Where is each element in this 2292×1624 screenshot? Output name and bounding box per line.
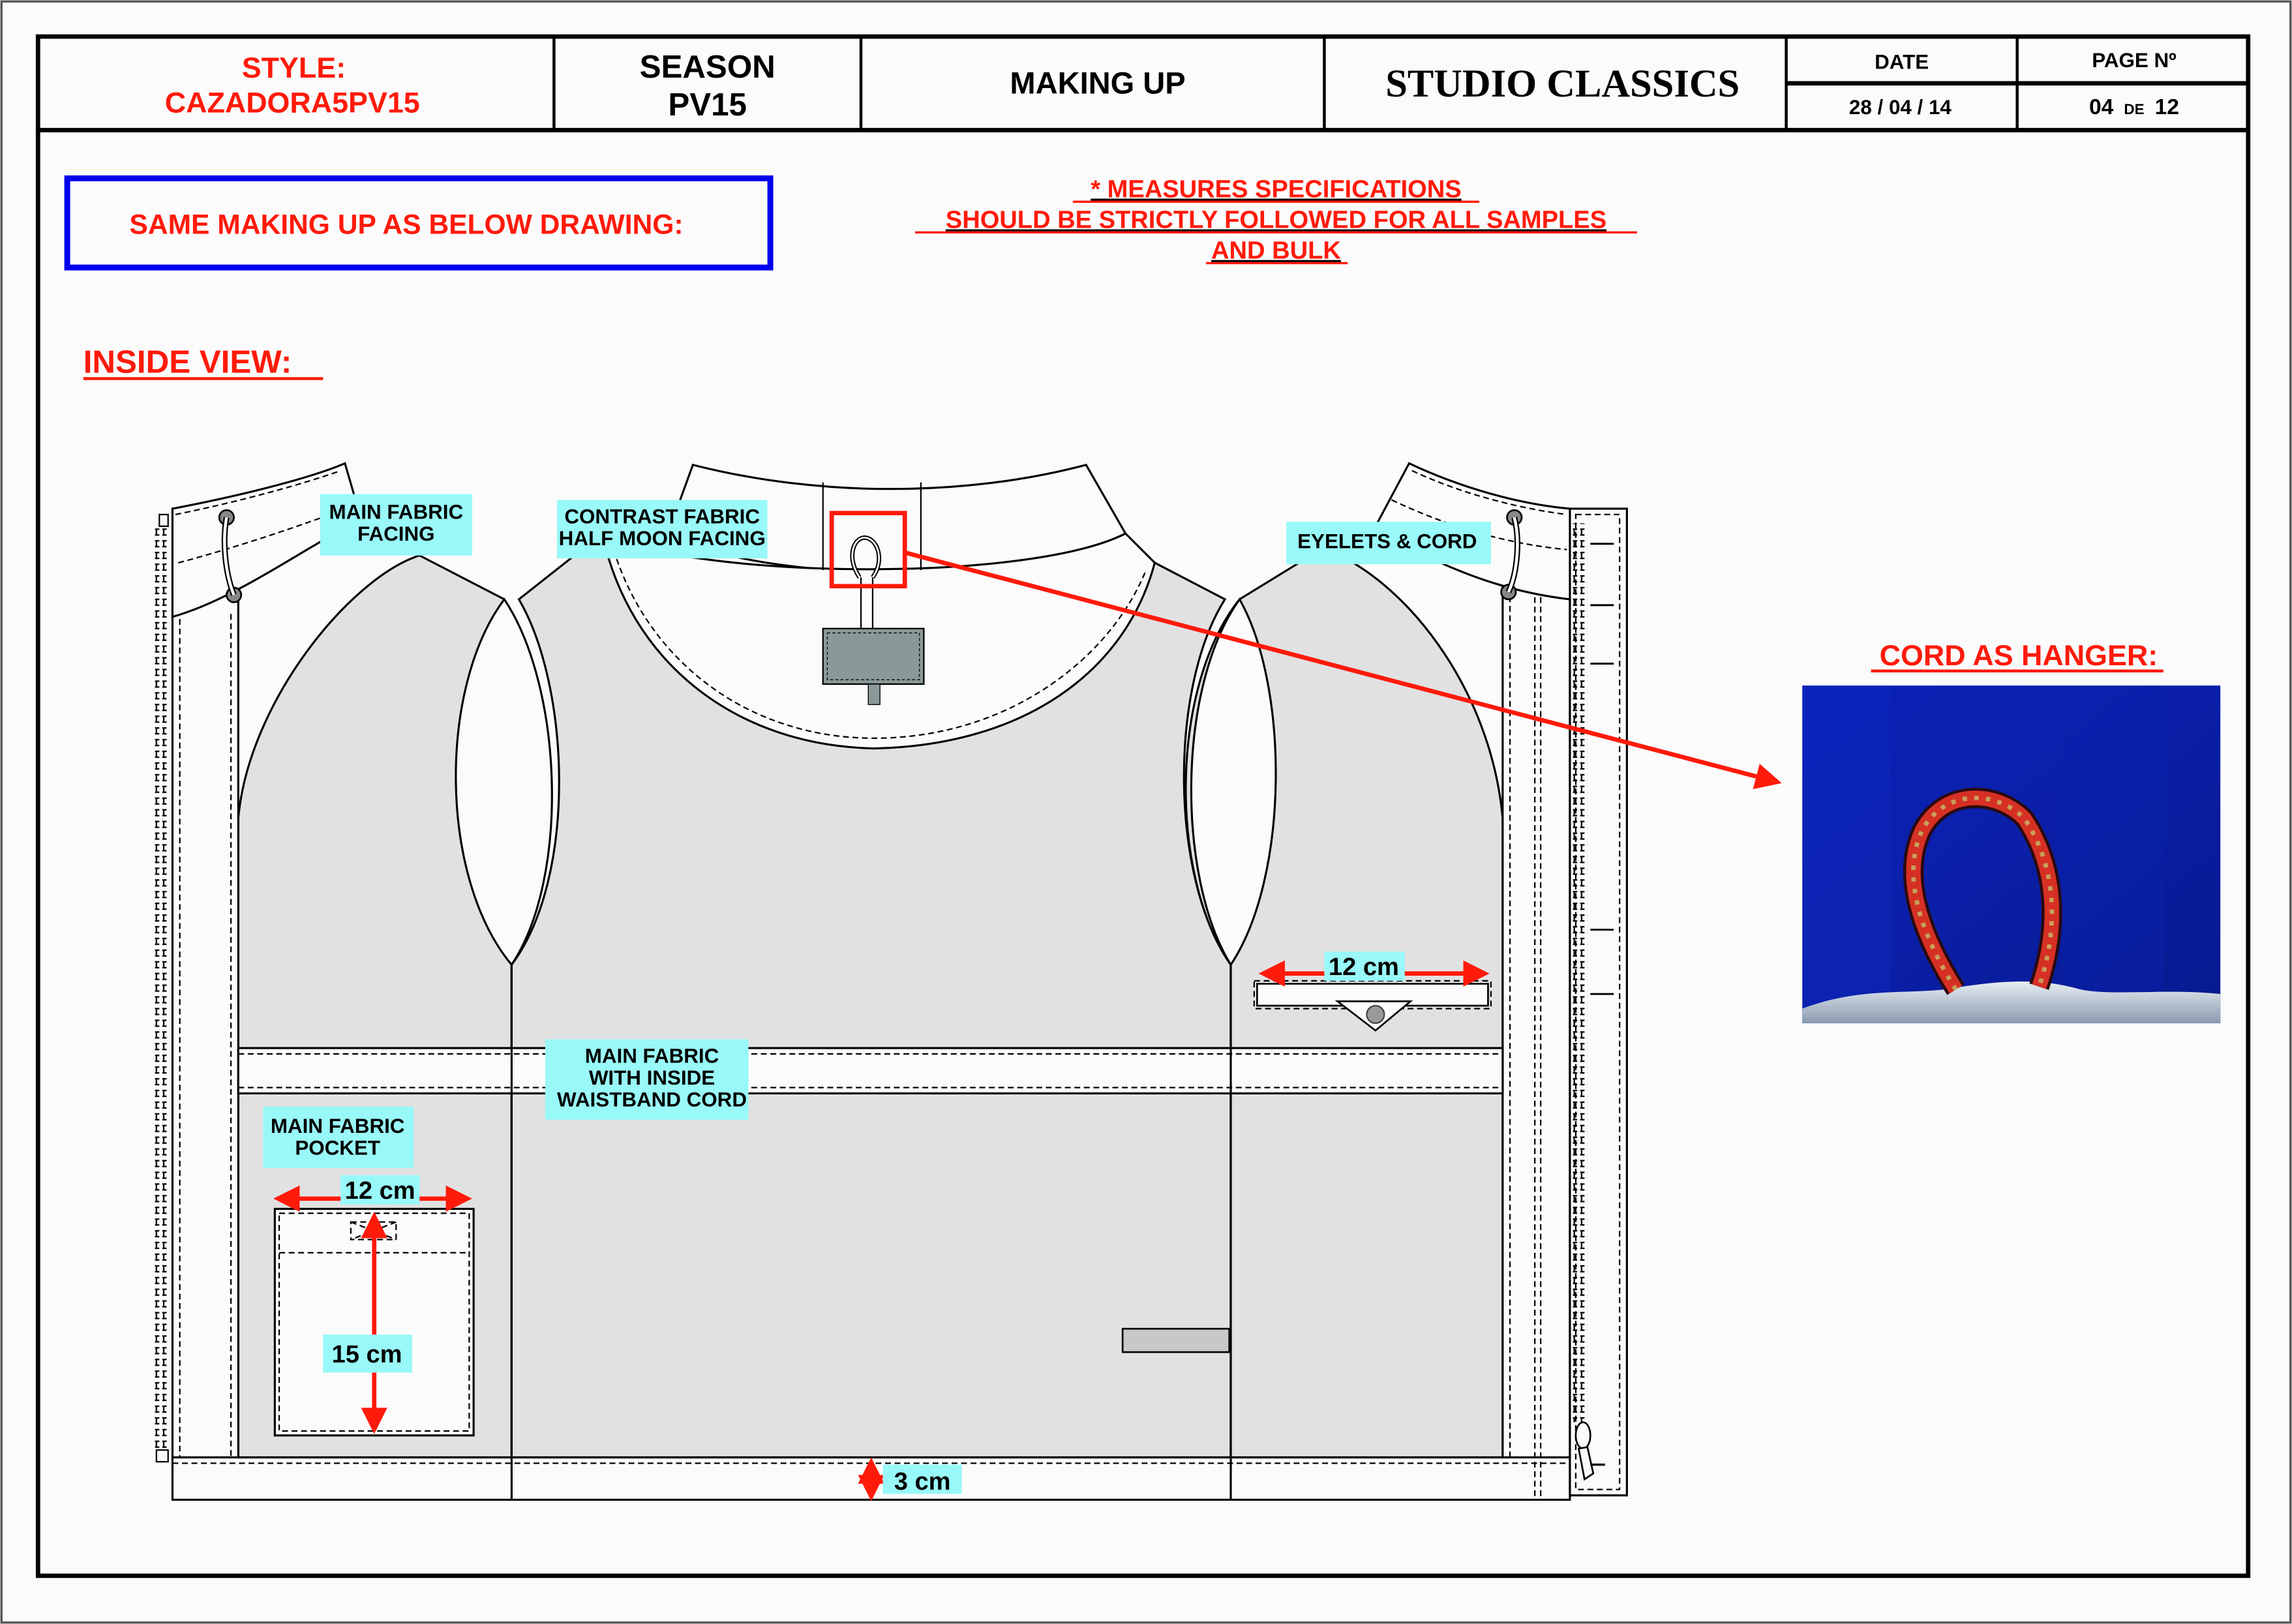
label-eyelets-cord: EYELETS & CORD: [1286, 522, 1491, 565]
measure-hem-height: 3 cm: [858, 1457, 962, 1501]
page-current: 04: [2089, 95, 2114, 119]
measures-line-2: SHOULD BE STRICTLY FOLLOWED FOR ALL SAMP…: [946, 207, 1606, 234]
cord-hanger-photo: [1802, 685, 2221, 1023]
neck-label-tag: [822, 627, 925, 705]
hanger-highlight-box: [829, 511, 907, 589]
label-pocket: MAIN FABRIC POCKET: [263, 1106, 414, 1168]
style-label: STYLE:: [242, 52, 346, 84]
zipper-pull-icon: [1575, 1421, 1605, 1481]
measure-label: 3 cm: [894, 1468, 951, 1496]
label-line: HALF MOON FACING: [559, 527, 766, 550]
callout-arrow: [904, 550, 1782, 790]
measures-line-3: AND BULK: [1211, 237, 1341, 265]
waistband: [237, 1047, 1504, 1095]
measure-welt-width: 12 cm: [1258, 952, 1490, 987]
label-contrast-fabric: CONTRAST FABRIC HALF MOON FACING: [556, 500, 768, 559]
page-sep: DE: [2124, 101, 2144, 117]
snap-button-icon: [1366, 1004, 1385, 1024]
page-total: 12: [2155, 95, 2179, 119]
label-main-fabric-facing: MAIN FABRIC FACING: [320, 494, 472, 556]
measure-label: 12 cm: [345, 1177, 415, 1205]
same-making-up-text: SAME MAKING UP AS BELOW DRAWING:: [129, 209, 683, 241]
left-eyelet-cord: [218, 509, 243, 603]
measure-label: 15 cm: [332, 1341, 402, 1368]
label-line: WITH INSIDE: [589, 1066, 715, 1089]
label-line: POCKET: [295, 1137, 380, 1160]
page-number: 04 DE 12: [2089, 95, 2179, 119]
date-value: 28 / 04 / 14: [1849, 96, 1952, 119]
label-line: FACING: [357, 522, 434, 545]
zipper-stitch-marks: [1590, 543, 1614, 995]
measure-label: 12 cm: [1329, 954, 1399, 981]
label-line: CONTRAST FABRIC: [564, 505, 760, 528]
right-zipper-teeth: [1573, 523, 1588, 1422]
season-label: SEASON: [640, 49, 776, 85]
brand-name: STUDIO CLASSICS: [1385, 62, 1740, 106]
style-value: CAZADORA5PV15: [165, 87, 420, 119]
page-label: PAGE Nº: [2092, 49, 2176, 72]
inside-view-title: INSIDE VIEW:: [83, 344, 292, 380]
same-making-up-box: [64, 175, 774, 271]
label-waistband: MAIN FABRIC WITH INSIDE WAISTBAND CORD: [545, 1039, 749, 1120]
measures-line-1: * MEASURES SPECIFICATIONS: [1091, 176, 1461, 203]
measure-pocket-height: 15 cm: [323, 1211, 412, 1434]
right-eyelet-cord: [1500, 509, 1523, 601]
label-line: WAISTBAND CORD: [557, 1089, 747, 1111]
section-title: MAKING UP: [1010, 65, 1185, 100]
date-label: DATE: [1875, 50, 1929, 73]
left-placket: [171, 507, 239, 1459]
garment-drawing: [155, 462, 1628, 1501]
detail-title: CORD AS HANGER:: [1880, 639, 2158, 672]
label-line: MAIN FABRIC: [329, 501, 464, 524]
label-line: MAIN FABRIC: [271, 1115, 405, 1137]
measures-note: * MEASURES SPECIFICATIONS SHOULD BE STRI…: [914, 176, 1637, 265]
header-block: STYLE: CAZADORA5PV15 SEASON PV15 MAKING …: [38, 37, 2248, 132]
season-value: PV15: [668, 87, 747, 123]
right-placket: [1501, 576, 1571, 1459]
welt-pocket: [1253, 980, 1492, 1032]
left-zipper-teeth: [155, 526, 170, 1451]
label-line: MAIN FABRIC: [585, 1044, 719, 1067]
inside-tab: [1121, 1327, 1231, 1353]
label-line: EYELETS & CORD: [1297, 530, 1477, 552]
measure-pocket-width: 12 cm: [273, 1175, 472, 1212]
